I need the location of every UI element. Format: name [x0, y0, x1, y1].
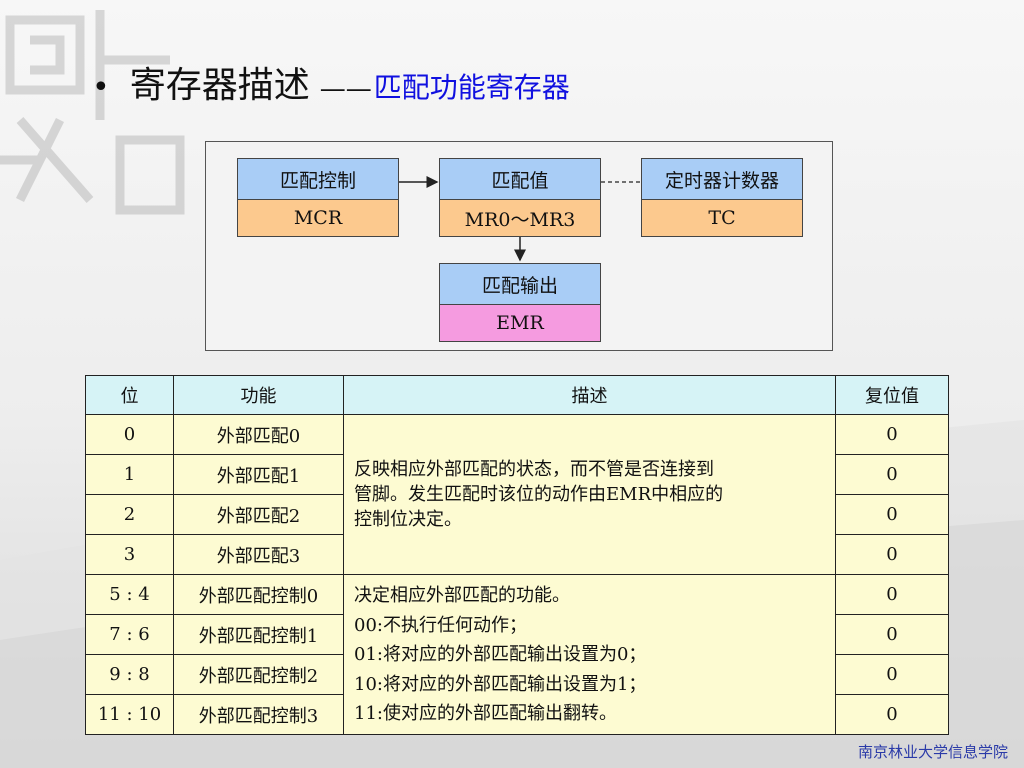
header-description: 描述 — [343, 375, 836, 415]
box-label: 匹配输出 — [440, 264, 600, 305]
table-row: 3 外部匹配3 0 — [85, 534, 949, 575]
cell-bit: 11 : 10 — [85, 694, 174, 735]
box-register: EMR — [440, 305, 600, 341]
box-register: TC — [642, 200, 802, 236]
cell-reset: 0 — [835, 494, 949, 535]
table-row: 9 : 8 外部匹配控制2 0 — [85, 654, 949, 695]
table-row: 5 : 4 外部匹配控制0 决定相应外部匹配的功能。 00:不执行任何动作； 0… — [85, 574, 949, 735]
cell-bit: 9 : 8 — [85, 654, 174, 695]
cell-reset: 0 — [835, 574, 949, 615]
header-function: 功能 — [173, 375, 344, 415]
desc-line: 01:将对应的外部匹配输出设置为0； — [354, 644, 647, 665]
cell-bit: 3 — [85, 534, 174, 575]
table-row: 7 : 6 外部匹配控制1 0 — [85, 614, 949, 655]
table-row: 11 : 10 外部匹配控制3 0 — [85, 694, 949, 735]
cell-function: 外部匹配1 — [173, 454, 344, 495]
box-register: MCR — [238, 200, 398, 236]
header-bit: 位 — [85, 375, 174, 415]
box-label: 匹配控制 — [238, 159, 398, 200]
cell-function: 外部匹配控制3 — [173, 694, 344, 735]
table-row: 1 外部匹配1 0 — [85, 454, 949, 495]
desc-line: 11:使对应的外部匹配输出翻转。 — [354, 703, 617, 724]
title-subtitle: 匹配功能寄存器 — [373, 71, 570, 104]
cell-reset: 0 — [835, 614, 949, 655]
desc-line: 反映相应外部匹配的状态，而不管是否连接到 — [354, 459, 714, 480]
box-match-control: 匹配控制 MCR — [237, 158, 399, 237]
cell-reset: 0 — [835, 414, 949, 455]
bullet-icon: • — [92, 70, 110, 105]
cell-function: 外部匹配控制2 — [173, 654, 344, 695]
table-row: 2 外部匹配2 0 — [85, 494, 949, 535]
title-main: 寄存器描述 — [129, 65, 310, 106]
register-diagram: 匹配控制 MCR 匹配值 MR0～MR3 定时器计数器 TC 匹配输出 EMR — [205, 141, 833, 351]
cell-function: 外部匹配0 — [173, 414, 344, 455]
footer-institution: 南京林业大学信息学院 — [857, 743, 1008, 761]
cell-description-control: 决定相应外部匹配的功能。 00:不执行任何动作； 01:将对应的外部匹配输出设置… — [343, 574, 836, 735]
cell-function: 外部匹配2 — [173, 494, 344, 535]
cell-bit: 5 : 4 — [85, 574, 174, 615]
box-match-output: 匹配输出 EMR — [439, 263, 601, 342]
cell-reset: 0 — [835, 694, 949, 735]
title-dash: —— — [319, 74, 372, 104]
desc-line: 10:将对应的外部匹配输出设置为1； — [354, 673, 647, 695]
box-label: 匹配值 — [440, 159, 600, 200]
table-header-row: 位 功能 描述 复位值 — [85, 375, 949, 415]
table-row: 0 外部匹配0 反映相应外部匹配的状态，而不管是否连接到 管脚。发生匹配时该位的… — [85, 414, 949, 575]
box-match-value: 匹配值 MR0～MR3 — [439, 158, 601, 237]
cell-bit: 0 — [85, 414, 174, 455]
box-label: 定时器计数器 — [642, 159, 802, 200]
cell-reset: 0 — [835, 454, 949, 495]
diagram-connectors — [399, 176, 641, 262]
desc-line: 00:不执行任何动作； — [354, 614, 527, 636]
cell-bit: 2 — [85, 494, 174, 535]
cell-reset: 0 — [835, 534, 949, 575]
slide-title: • 寄存器描述 —— 匹配功能寄存器 — [92, 56, 570, 106]
cell-function: 外部匹配控制0 — [173, 574, 344, 615]
header-reset-value: 复位值 — [835, 375, 949, 415]
desc-line: 管脚。发生匹配时该位的动作由EMR中相应的 — [354, 484, 724, 505]
cell-reset: 0 — [835, 654, 949, 695]
cell-bit: 7 : 6 — [85, 614, 174, 655]
desc-line: 决定相应外部匹配的功能。 — [354, 585, 570, 606]
background-pattern — [0, 10, 185, 215]
desc-line: 控制位决定。 — [354, 509, 462, 530]
cell-function: 外部匹配控制1 — [173, 614, 344, 655]
box-timer-counter: 定时器计数器 TC — [641, 158, 803, 237]
cell-function: 外部匹配3 — [173, 534, 344, 575]
box-register: MR0～MR3 — [440, 200, 600, 236]
cell-description-match: 反映相应外部匹配的状态，而不管是否连接到 管脚。发生匹配时该位的动作由EMR中相… — [343, 414, 836, 575]
cell-bit: 1 — [85, 454, 174, 495]
register-table: 位 功能 描述 复位值 0 外部匹配0 反映相应外部匹配的状态，而不管是否连接到… — [85, 375, 949, 735]
